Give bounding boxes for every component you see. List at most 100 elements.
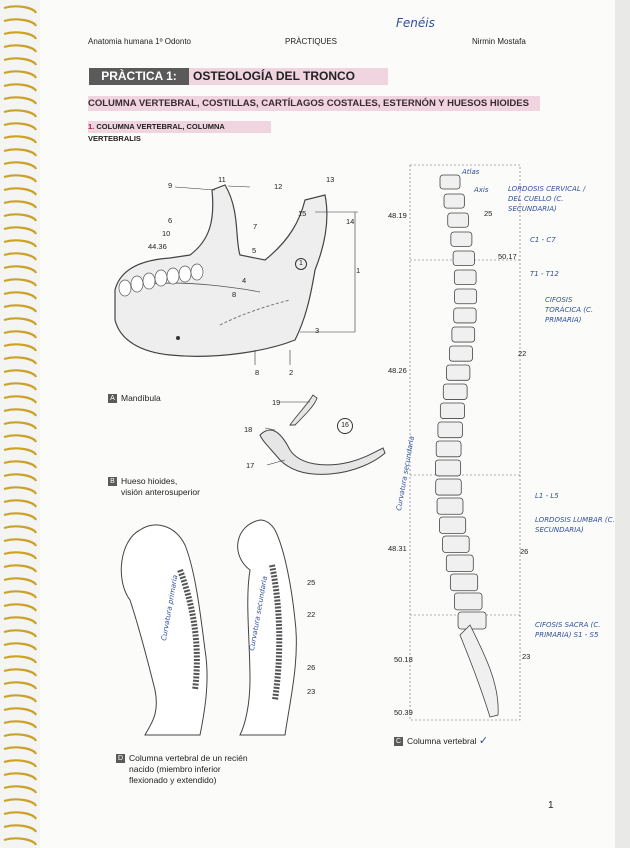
spiral-coil (3, 720, 38, 729)
spiral-coil (3, 486, 38, 495)
spiral-coil (3, 174, 38, 183)
spiral-coil (3, 70, 38, 79)
circled-label: 16 (337, 418, 353, 434)
vertebra (453, 592, 483, 611)
spiral-coil (3, 187, 38, 196)
header-course: Anatomia humana 1º Odonto (88, 37, 191, 46)
spiral-coil (3, 577, 38, 586)
spiral-coil (3, 525, 38, 534)
hyoid-illustration (259, 394, 386, 475)
spine-label: 50.18 (394, 655, 413, 664)
spiral-coil (3, 161, 38, 170)
page-edge (615, 0, 630, 848)
spiral-coil (3, 512, 38, 521)
note-cifosis-toracica: CIFOSIS TORÁCICA (C. PRIMARIA) (545, 296, 594, 324)
note-l1-l5: L1 - L5 (535, 492, 559, 500)
spiral-coil (3, 304, 38, 313)
spiral-coil (3, 772, 38, 781)
hyoid-label: 19 (272, 398, 281, 407)
spiral-coil (3, 447, 38, 456)
spiral-coil (3, 83, 38, 92)
spiral-coil (3, 642, 38, 651)
mandible-label: 10 (162, 229, 171, 238)
practice-title: OSTEOLOGÍA DEL TRONCO (189, 68, 388, 85)
spiral-coil (3, 694, 38, 703)
vertebra (457, 611, 487, 630)
vertebra (445, 554, 474, 573)
infant-label: 25 (307, 578, 316, 587)
spiral-coil (3, 798, 38, 807)
note-c1-c7: C1 - C7 (530, 236, 556, 244)
vertebra (435, 478, 462, 496)
vertebra (451, 326, 476, 343)
spiral-coil (3, 96, 38, 105)
spiral-coil (3, 655, 38, 664)
vertebra (435, 459, 462, 477)
note-lordosis-cervical: LORDOSIS CERVICAL / DEL CUELLO (C. SECUN… (508, 185, 586, 213)
spiral-binding (3, 5, 38, 846)
vertebra (453, 269, 477, 286)
spiral-coil (3, 538, 38, 547)
spiral-coil (3, 330, 38, 339)
note-cifosis-sacra: CIFOSIS SACRA (C. PRIMARIA) S1 - S5 (535, 621, 601, 639)
spine-label: 22 (518, 349, 527, 358)
mandible-label: 3 (315, 326, 320, 335)
spiral-coil (3, 122, 38, 131)
spiral-coil (3, 252, 38, 261)
vertebra (446, 364, 471, 381)
vertebra (435, 440, 462, 458)
spiral-coil (3, 213, 38, 222)
spiral-coil (3, 629, 38, 638)
spiral-coil (3, 18, 38, 27)
mandible-label: 11 (218, 175, 226, 184)
mandible-label: 8 (255, 368, 260, 377)
check-mark: ✓ (478, 734, 489, 747)
page-number: 1 (548, 800, 554, 811)
spiral-coil (3, 785, 38, 794)
spiral-coil (3, 395, 38, 404)
vertebra (442, 535, 470, 553)
vertebra (439, 174, 461, 190)
document-page (40, 0, 615, 848)
spiral-coil (3, 564, 38, 573)
header-author: Nirmin Mostafa (472, 37, 526, 46)
spiral-coil (3, 382, 38, 391)
spiral-coil (3, 434, 38, 443)
mandible-label: 9 (168, 181, 173, 190)
spine-label: 23 (522, 652, 531, 661)
mandible-label: 12 (274, 182, 283, 191)
vertebra (454, 288, 478, 305)
mandible-illustration (114, 184, 358, 365)
spine-label: 48.31 (388, 544, 407, 553)
vertebra (439, 402, 465, 419)
note-t1-t12: T1 - T12 (530, 270, 559, 278)
mandible-label: 2 (289, 368, 294, 377)
note-atlas: Atlas (462, 168, 480, 176)
vertebra (442, 383, 468, 400)
mandible-label: 15 (298, 209, 307, 218)
spiral-coil (3, 343, 38, 352)
spine-label: 26 (520, 547, 529, 556)
infant-label: 26 (307, 663, 316, 672)
vertebra (439, 516, 467, 534)
spiral-coil (3, 668, 38, 677)
mandible-label: 13 (326, 175, 335, 184)
spiral-coil (3, 824, 38, 833)
spine-label: 50.39 (394, 708, 413, 717)
spiral-coil (3, 369, 38, 378)
infant-spine-illustration (120, 519, 297, 736)
spiral-coil (3, 31, 38, 40)
spine-illustration (409, 164, 521, 721)
spiral-coil (3, 681, 38, 690)
spiral-coil (3, 44, 38, 53)
vertebra (443, 193, 465, 209)
subtitle: COLUMNA VERTEBRAL, COSTILLAS, CARTÍLAGOS… (88, 96, 540, 111)
spiral-coil (3, 603, 38, 612)
practice-label: PRÀCTICA 1: (89, 68, 189, 85)
spiral-coil (3, 616, 38, 625)
spine-label: 50.17 (498, 252, 517, 261)
spiral-coil (3, 135, 38, 144)
spiral-coil (3, 278, 38, 287)
